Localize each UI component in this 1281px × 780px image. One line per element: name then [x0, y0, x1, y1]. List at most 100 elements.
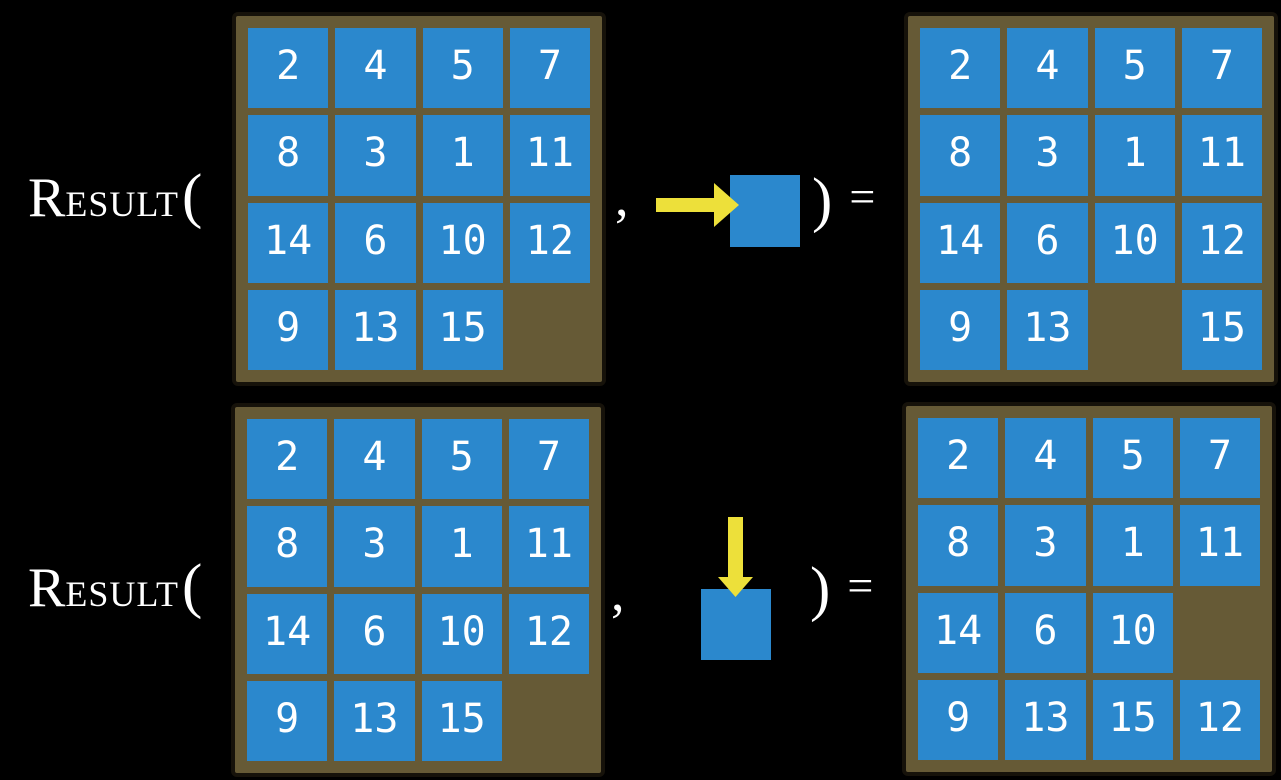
tile-number: 13 [1021, 694, 1070, 741]
tile-number: 15 [1197, 304, 1246, 351]
puzzle-tile-7: 7 [509, 28, 590, 109]
puzzle-tile-1: 1 [1094, 115, 1175, 196]
puzzle-tile-6: 6 [335, 202, 416, 283]
tile-number: 1 [450, 130, 475, 177]
puzzle-tile-9: 9 [918, 679, 999, 760]
puzzle-tile-2: 2 [247, 419, 328, 500]
right-arrow-icon [656, 183, 739, 227]
puzzle-tile-7: 7 [1179, 418, 1260, 499]
tile-number: 10 [437, 608, 486, 655]
puzzle-tile-11: 11 [508, 506, 589, 587]
tile-number: 2 [276, 43, 301, 90]
puzzle-tile-12: 12 [509, 202, 590, 283]
puzzle-tile-5: 5 [1092, 418, 1173, 499]
puzzle-tile-11: 11 [509, 115, 590, 196]
moved-tile-square [701, 589, 771, 660]
tile-number: 10 [438, 217, 487, 264]
equals-sign: = [847, 560, 874, 611]
tile-number: 12 [1195, 694, 1244, 741]
tile-number: 8 [948, 130, 973, 177]
close-paren-equals: ) = [810, 559, 873, 627]
tile-number: 1 [1122, 130, 1147, 177]
puzzle-tile-11: 11 [1181, 115, 1262, 196]
tile-number: 7 [1207, 433, 1232, 480]
tile-number: 6 [1033, 607, 1058, 654]
puzzle-tile-14: 14 [248, 202, 329, 283]
tile-number: 5 [450, 43, 475, 90]
tile-number: 1 [449, 521, 474, 568]
puzzle-tile-3: 3 [1005, 505, 1086, 586]
close-paren: ) [812, 166, 833, 234]
tile-number: 12 [1197, 217, 1246, 264]
puzzle-tile-1: 1 [422, 115, 503, 196]
puzzle-tile-4: 4 [334, 419, 415, 500]
tile-number: 3 [362, 521, 387, 568]
tile-number: 6 [363, 217, 388, 264]
puzzle-tile-9: 9 [247, 680, 328, 761]
puzzle-tile-15: 15 [1181, 289, 1262, 370]
puzzle-tile-13: 13 [1005, 679, 1086, 760]
puzzle-tile-2: 2 [248, 28, 329, 109]
tile-number: 9 [946, 694, 971, 741]
puzzle-tile-4: 4 [1005, 418, 1086, 499]
puzzle-tile-9: 9 [920, 289, 1001, 370]
puzzle-tile-5: 5 [422, 28, 503, 109]
puzzle-tile-13: 13 [1007, 289, 1088, 370]
puzzle-tile-12: 12 [508, 593, 589, 674]
puzzle-tile-10: 10 [421, 593, 502, 674]
tile-number: 13 [351, 304, 400, 351]
puzzle-tile-6: 6 [1005, 592, 1086, 673]
puzzle-tile-12: 12 [1179, 679, 1260, 760]
puzzle-tile-8: 8 [247, 506, 328, 587]
tile-number: 11 [525, 130, 574, 177]
puzzle-tile-7: 7 [1181, 28, 1262, 109]
tile-number: 15 [1108, 694, 1157, 741]
puzzle-tile-3: 3 [335, 115, 416, 196]
tile-number: 4 [1035, 43, 1060, 90]
tile-number: 7 [1209, 43, 1234, 90]
tile-number: 14 [263, 608, 312, 655]
puzzle-tile-6: 6 [334, 593, 415, 674]
tile-number: 8 [276, 130, 301, 177]
tile-number: 5 [1120, 433, 1145, 480]
puzzle-tile-1: 1 [1092, 505, 1173, 586]
puzzle-tile-14: 14 [918, 592, 999, 673]
tile-number: 13 [1023, 304, 1072, 351]
puzzle-tile-15: 15 [421, 680, 502, 761]
tile-number: 9 [276, 304, 301, 351]
blank-cell [510, 290, 590, 370]
tile-number: 7 [537, 43, 562, 90]
tile-number: 12 [525, 217, 574, 264]
tile-number: 10 [1110, 217, 1159, 264]
tile-number: 7 [536, 434, 561, 481]
blank-cell [1180, 593, 1260, 673]
puzzle-tile-6: 6 [1007, 202, 1088, 283]
comma-separator: , [611, 562, 625, 622]
puzzle-tile-5: 5 [421, 419, 502, 500]
tile-number: 5 [1122, 43, 1147, 90]
tile-number: 6 [1035, 217, 1060, 264]
tile-number: 2 [948, 43, 973, 90]
blank-cell [509, 681, 589, 761]
puzzle-tile-10: 10 [1094, 202, 1175, 283]
puzzle-tile-9: 9 [248, 289, 329, 370]
tile-number: 4 [1033, 433, 1058, 480]
moved-tile-square [730, 175, 800, 247]
puzzle-tile-13: 13 [334, 680, 415, 761]
tile-number: 15 [437, 695, 486, 742]
tile-number: 8 [275, 521, 300, 568]
puzzle-tile-2: 2 [920, 28, 1001, 109]
blank-cell [1095, 290, 1175, 370]
result-label-smallcaps: ESULT [65, 574, 180, 614]
puzzle-tile-7: 7 [508, 419, 589, 500]
tile-number: 5 [449, 434, 474, 481]
puzzle-tile-11: 11 [1179, 505, 1260, 586]
puzzle-tile-10: 10 [1092, 592, 1173, 673]
tile-number: 11 [524, 521, 573, 568]
tile-number: 10 [1108, 607, 1157, 654]
puzzle-tile-13: 13 [335, 289, 416, 370]
